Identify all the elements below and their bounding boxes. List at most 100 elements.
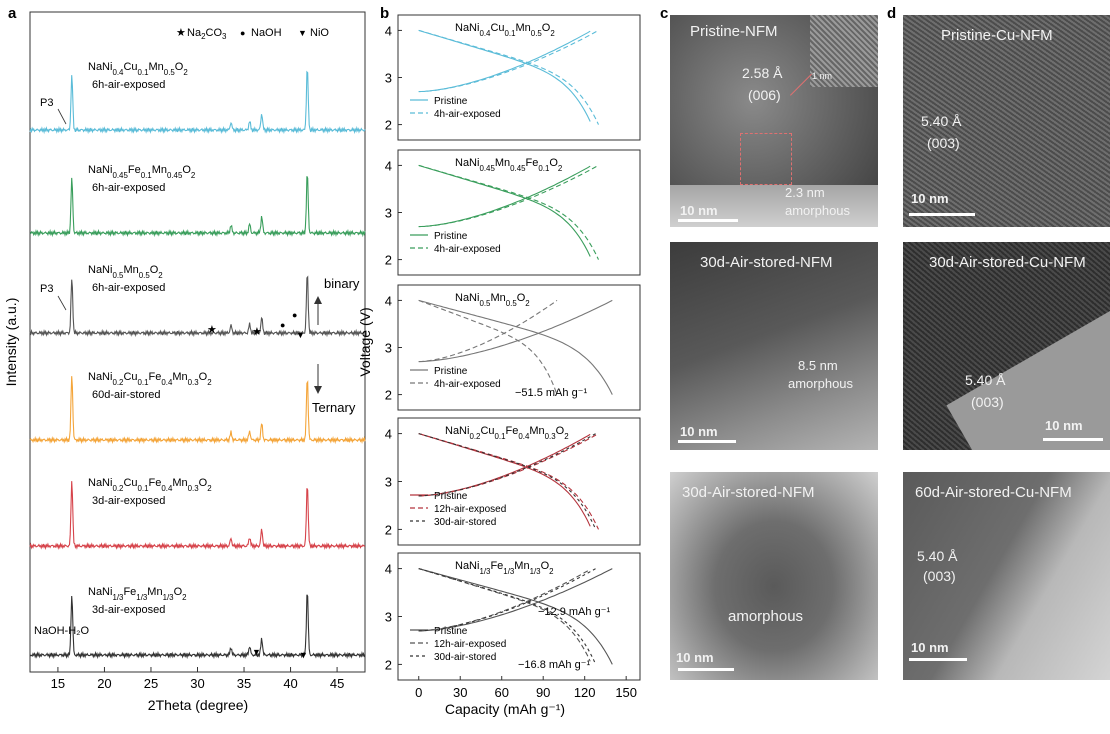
x-tick-label: 120 (574, 685, 596, 700)
xrd-curve (29, 376, 366, 445)
xrd-y-axis-label: Intensity (a.u.) (3, 298, 19, 387)
label-subscript: 0.1 (505, 29, 517, 38)
x-tick-label: 45 (330, 676, 344, 691)
panel-label-b: b (380, 5, 389, 22)
xrd-curve (29, 70, 366, 135)
d-spacing-label: 2.58 Å (742, 65, 783, 81)
label-subscript: 1/3 (163, 593, 175, 602)
x-tick-label: 30 (190, 676, 204, 691)
charge-curve (418, 30, 591, 93)
y-tick-label: 4 (385, 23, 392, 38)
legend-nio: NiO (310, 27, 329, 39)
binary-arrowhead (314, 296, 322, 304)
label-part: O (174, 586, 183, 598)
charge-curve (418, 164, 599, 228)
amorphous-thickness: 8.5 nm (798, 358, 838, 373)
scale-bar-label: 10 nm (680, 424, 718, 439)
na2co3-marker-1: ★ (207, 324, 217, 336)
xrd-series-name: NaNi0.5Mn0.5O2 (88, 264, 163, 280)
label-part: Fe (149, 477, 162, 489)
label-part: Mn (152, 164, 167, 176)
nio-marker-2: ▼ (299, 650, 308, 660)
label-part: Mn (172, 477, 187, 489)
label-part: Fe (149, 371, 162, 383)
label-subscript: 0.1 (495, 432, 507, 441)
xrd-series-condition: 6h-air-exposed (92, 79, 165, 91)
scale-bar-label: 10 nm (911, 640, 949, 655)
label-part: Mn (147, 586, 162, 598)
x-tick-label: 0 (415, 685, 422, 700)
label-subscript: 1/3 (136, 593, 148, 602)
label-part: Cu (480, 425, 494, 437)
discharge-curve (418, 568, 591, 662)
discharge-curve (418, 433, 591, 527)
xrd-plot-frame (29, 11, 366, 673)
label-subscript: 0.4 (161, 378, 173, 387)
voltage-subplot-title: NaNi0.5Mn0.5O2 (455, 292, 530, 308)
tem-image-30d-cu-nfm: 30d-Air-stored-Cu-NFM 5.40 Å (003) 10 nm (903, 242, 1110, 450)
label-part: NaNi (455, 560, 479, 572)
y-tick-label: 2 (385, 118, 392, 133)
label-part: O (150, 264, 159, 276)
label-part: NaNi (88, 264, 112, 276)
plane-label: (003) (927, 135, 960, 151)
charge-curve (418, 29, 599, 93)
label-subscript: 0.2 (112, 378, 123, 387)
label-part: Mn (149, 61, 164, 73)
y-tick-label: 3 (385, 610, 392, 625)
charge-curve (418, 568, 613, 632)
scale-bar (1043, 438, 1103, 441)
xrd-curve (29, 481, 366, 551)
x-tick-label: 15 (51, 676, 65, 691)
label-part: NaNi (88, 586, 112, 598)
label-subscript: 1/3 (479, 567, 491, 576)
y-tick-label: 2 (385, 388, 392, 403)
p3-pointer-top (57, 108, 67, 125)
label-subscript: 1/3 (503, 567, 515, 576)
scale-bar (678, 440, 736, 443)
p3-label-mid: P3 (40, 283, 53, 295)
label-part: Mn (516, 22, 531, 34)
label-subscript: 0.3 (545, 432, 557, 441)
voltage-subplot-title: NaNi0.4Cu0.1Mn0.5O2 (455, 22, 555, 38)
xrd-x-axis-label: 2Theta (degree) (148, 697, 248, 713)
label-subscript: 0.5 (164, 68, 176, 77)
tem-image-pristine-nfm: Pristine-NFM 2.58 Å (006) 1 nm 2.3 nm am… (670, 15, 878, 227)
xrd-series-condition: 60d-air-stored (92, 389, 160, 401)
voltage-x-axis-label: Capacity (mAh g⁻¹) (445, 701, 565, 717)
label-subscript: 2 (207, 378, 211, 387)
label-part: O (199, 371, 208, 383)
label-part: Cu (123, 477, 137, 489)
xrd-curve (29, 275, 366, 338)
panel-label-c: c (660, 5, 668, 22)
xrd-series-name: NaNi0.4Cu0.1Mn0.5O2 (88, 61, 188, 77)
xrd-series-name: NaNi0.2Cu0.1Fe0.4Mn0.3O2 (88, 371, 212, 387)
label-subscript: 2 (564, 432, 568, 441)
xrd-series-condition: 6h-air-exposed (92, 182, 165, 194)
inset-connector (790, 73, 812, 96)
discharge-curve (418, 299, 613, 395)
label-subscript: 0.1 (138, 484, 150, 493)
tem-title: 60d-Air-stored-Cu-NFM (915, 484, 1072, 501)
legend-label: 4h-air-exposed (434, 379, 501, 390)
charge-curve (418, 299, 558, 363)
label-part: NaNi (88, 477, 112, 489)
x-tick-label: 60 (494, 685, 508, 700)
amorphous-thickness: 2.3 nm (785, 185, 825, 200)
tem-image-30d-nfm-particle: 30d-Air-stored-NFM amorphous 10 nm (670, 472, 878, 680)
label-subscript: 2 (525, 299, 529, 308)
label-subscript: 0.45 (510, 164, 526, 173)
y-tick-label: 3 (385, 71, 392, 86)
label-subscript: 0.3 (188, 484, 200, 493)
inset-scale-label: 1 nm (812, 71, 833, 81)
p3-pointer-mid (57, 295, 67, 311)
ternary-arrowhead (314, 386, 322, 394)
label-subscript: 0.1 (141, 171, 153, 180)
xrd-curves (29, 70, 366, 660)
d-spacing-label: 5.40 Å (917, 548, 958, 564)
label-subscript: 2 (207, 484, 211, 493)
y-tick-label: 3 (385, 475, 392, 490)
label-subscript: 0.1 (538, 164, 550, 173)
legend-label: Pristine (434, 626, 468, 637)
